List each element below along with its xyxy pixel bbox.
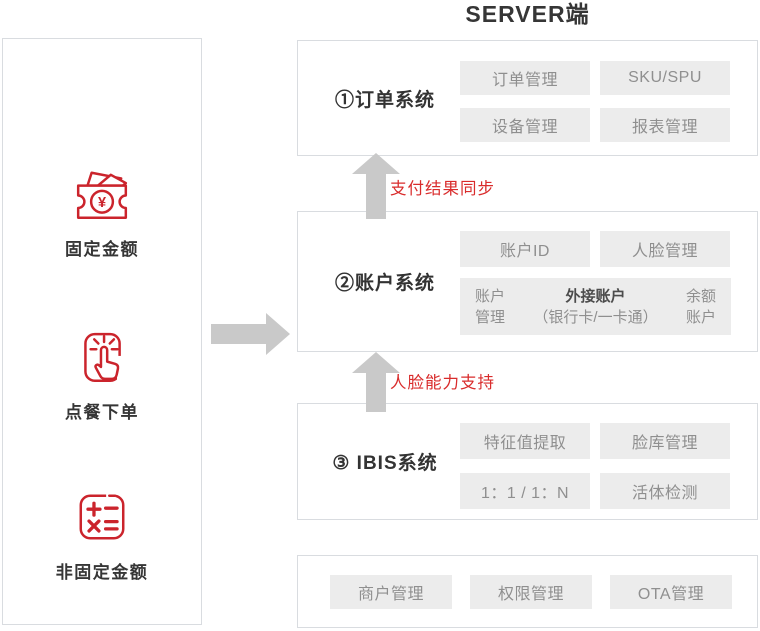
account-system-box: ②账户系统 账户ID 人脸管理 账户 管理 外接账户 （银行卡/一卡通） 余额 … xyxy=(297,211,758,352)
capability-chip: 脸库管理 xyxy=(600,423,730,459)
capability-chip: 特征值提取 xyxy=(460,423,590,459)
account-system-chips: 账户ID 人脸管理 xyxy=(460,231,730,267)
management-chips: 商户管理 权限管理 OTA管理 xyxy=(330,575,732,609)
calculator-icon xyxy=(79,493,125,540)
capability-chip: OTA管理 xyxy=(610,575,732,609)
feature-tap-order: 点餐下单 xyxy=(3,329,201,423)
client-panel: ¥ 固定金额 点餐下单 xyxy=(2,38,202,625)
feature-fixed-amount: ¥ 固定金额 xyxy=(3,166,201,260)
feature-label: 固定金额 xyxy=(65,240,139,259)
flow-arrow-right-icon xyxy=(211,313,290,355)
system-name: ③ IBIS系统 xyxy=(332,453,438,474)
flow-arrow-up-icon xyxy=(352,153,400,219)
payment-sync-label: 支付结果同步 xyxy=(390,180,495,198)
svg-text:¥: ¥ xyxy=(98,195,106,211)
account-mgmt-line1: 账户 xyxy=(475,287,506,305)
feature-variable-amount: 非固定金额 xyxy=(3,489,201,583)
capability-chip: 报表管理 xyxy=(600,108,730,142)
order-system-box: ①订单系统 订单管理 SKU/SPU 设备管理 报表管理 xyxy=(297,40,758,156)
capability-chip: 人脸管理 xyxy=(600,231,730,267)
account-detail-panel: 账户 管理 外接账户 （银行卡/一卡通） 余额 账户 xyxy=(460,278,731,335)
capability-chip: 活体检测 xyxy=(600,473,730,509)
ticket-yen-icon: ¥ xyxy=(76,171,128,220)
system-name: ②账户系统 xyxy=(334,273,435,294)
feature-label: 非固定金额 xyxy=(55,563,149,582)
management-box: 商户管理 权限管理 OTA管理 xyxy=(297,555,758,628)
capability-chip: 商户管理 xyxy=(330,575,452,609)
account-mgmt-line2: 管理 xyxy=(475,308,506,326)
flow-arrow-up-icon xyxy=(352,352,400,412)
external-account-col: 外接账户 （银行卡/一卡通） xyxy=(533,286,657,328)
capability-chip: 订单管理 xyxy=(460,61,590,95)
order-system-chips: 订单管理 SKU/SPU 设备管理 报表管理 xyxy=(460,61,730,142)
capability-chip: 权限管理 xyxy=(470,575,592,609)
capability-chip: 账户ID xyxy=(460,231,590,267)
account-mgmt-col: 账户 管理 xyxy=(475,286,505,328)
capability-chip: 1：1 / 1：N xyxy=(460,473,590,509)
page-title: SERVER端 xyxy=(465,1,590,27)
face-support-label: 人脸能力支持 xyxy=(390,374,495,392)
capability-chip: 设备管理 xyxy=(460,108,590,142)
balance-line1: 余额 xyxy=(685,287,716,305)
system-name: ①订单系统 xyxy=(334,89,435,111)
external-account-sub: （银行卡/一卡通） xyxy=(533,308,658,326)
balance-line2: 账户 xyxy=(685,308,716,326)
tap-order-icon xyxy=(84,332,123,383)
ibis-system-chips: 特征值提取 脸库管理 1：1 / 1：N 活体检测 xyxy=(460,423,730,509)
ibis-system-box: ③ IBIS系统 特征值提取 脸库管理 1：1 / 1：N 活体检测 xyxy=(297,403,758,520)
balance-account-col: 余额 账户 xyxy=(686,286,716,328)
capability-chip: SKU/SPU xyxy=(600,61,730,95)
external-account-title: 外接账户 xyxy=(565,287,626,305)
feature-label: 点餐下单 xyxy=(65,403,139,422)
